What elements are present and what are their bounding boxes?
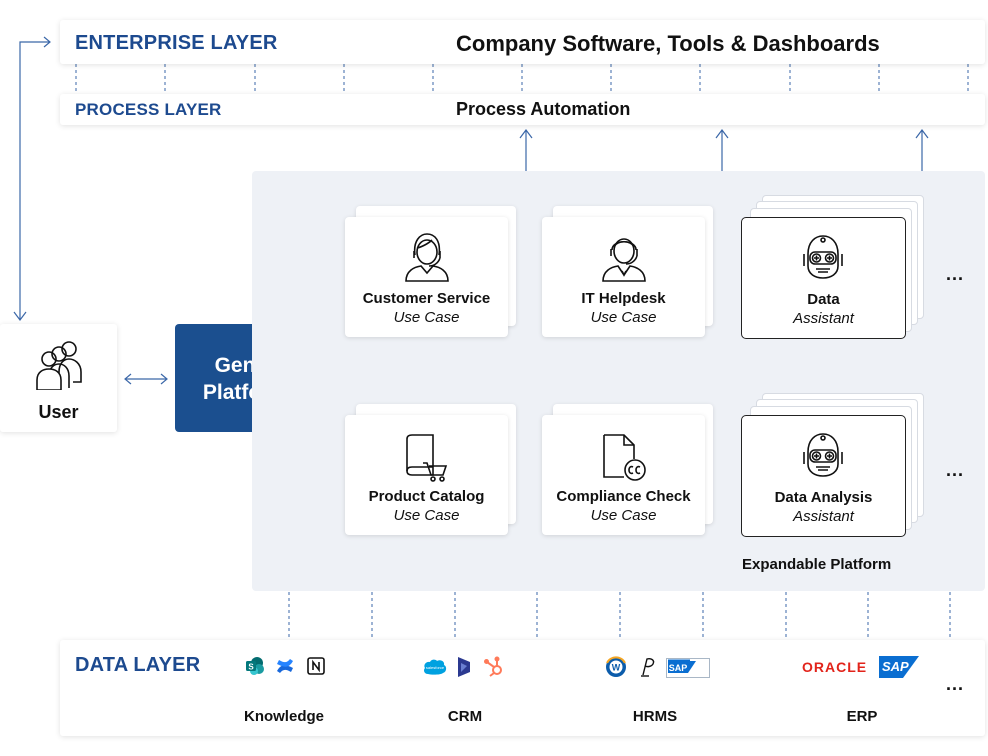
use-case-title: Product Catalog	[368, 488, 485, 505]
use-case-card[interactable]: Compliance Check Use Case	[542, 415, 705, 535]
customer-service-agent-icon	[405, 233, 449, 282]
confluence-logo	[277, 659, 293, 673]
catalog-cart-icon	[406, 434, 448, 482]
sap-logo-text: SAP	[882, 659, 909, 674]
sharepoint-logo: S	[246, 657, 264, 675]
user-label: User	[38, 402, 79, 422]
workday-logo: W	[606, 656, 626, 677]
use-case-card[interactable]: Product Catalog Use Case	[345, 415, 508, 535]
assistant-subtitle: Assistant	[793, 310, 854, 327]
assistant-subtitle: Assistant	[793, 508, 854, 525]
data-layer: DATA LAYER S salesforce W	[60, 640, 985, 736]
personio-logo	[641, 658, 655, 677]
use-case-title: Compliance Check	[556, 488, 691, 505]
use-case-subtitle: Use Case	[393, 309, 460, 326]
more-data-sources-ellipsis: ...	[946, 674, 965, 694]
svg-text:SAP: SAP	[669, 663, 688, 673]
svg-text:S: S	[248, 663, 254, 672]
use-case-subtitle: Use Case	[393, 507, 460, 524]
data-group-label-hrms: HRMS	[632, 708, 678, 725]
hubspot-logo	[484, 656, 502, 677]
notion-logo	[307, 657, 325, 675]
data-group-label-knowledge: Knowledge	[243, 708, 324, 725]
use-case-subtitle: Use Case	[590, 507, 657, 524]
assistant-card[interactable]: Data Analysis Assistant	[741, 415, 906, 537]
robot-icon	[803, 235, 843, 279]
sap-logo: SAP	[879, 656, 919, 678]
sap-shape-icon	[879, 656, 919, 678]
enterprise-layer-content: Company Software, Tools & Dashboards	[456, 31, 880, 56]
compliance-document-icon	[603, 434, 646, 481]
use-case-title: Customer Service	[362, 290, 491, 307]
more-assistants-ellipsis: ...	[946, 264, 965, 284]
more-assistants-ellipsis: ...	[946, 460, 965, 480]
sap-successfactors-logo: SAP	[666, 658, 710, 678]
process-layer: PROCESS LAYER Process Automation	[60, 94, 985, 125]
data-layer-label: DATA LAYER	[75, 654, 201, 676]
expandable-platform-label: Expandable Platform	[742, 556, 892, 573]
assistant-card[interactable]: Data Assistant	[741, 217, 906, 339]
assistant-title: Data	[807, 291, 840, 308]
user-box[interactable]: User	[0, 324, 117, 432]
data-group-label-erp: ERP	[846, 708, 878, 725]
use-case-card[interactable]: Customer Service Use Case	[345, 217, 508, 337]
helpdesk-agent-icon	[602, 238, 646, 282]
process-layer-content: Process Automation	[456, 99, 631, 119]
use-case-title: IT Helpdesk	[581, 290, 666, 307]
robot-icon	[803, 433, 843, 477]
data-group-label-crm: CRM	[447, 708, 483, 725]
svg-text:salesforce: salesforce	[426, 665, 445, 670]
svg-text:W: W	[612, 663, 621, 673]
enterprise-layer-label: ENTERPRISE LAYER	[75, 32, 278, 54]
users-icon	[36, 341, 82, 390]
dynamics-logo	[458, 657, 470, 677]
oracle-logo: ORACLE	[802, 659, 868, 675]
use-case-subtitle: Use Case	[590, 309, 657, 326]
enterprise-layer: ENTERPRISE LAYER Company Software, Tools…	[60, 20, 985, 64]
salesforce-logo: salesforce	[424, 659, 447, 675]
process-layer-label: PROCESS LAYER	[75, 100, 222, 119]
assistant-title: Data Analysis	[774, 489, 873, 506]
use-case-card[interactable]: IT Helpdesk Use Case	[542, 217, 705, 337]
